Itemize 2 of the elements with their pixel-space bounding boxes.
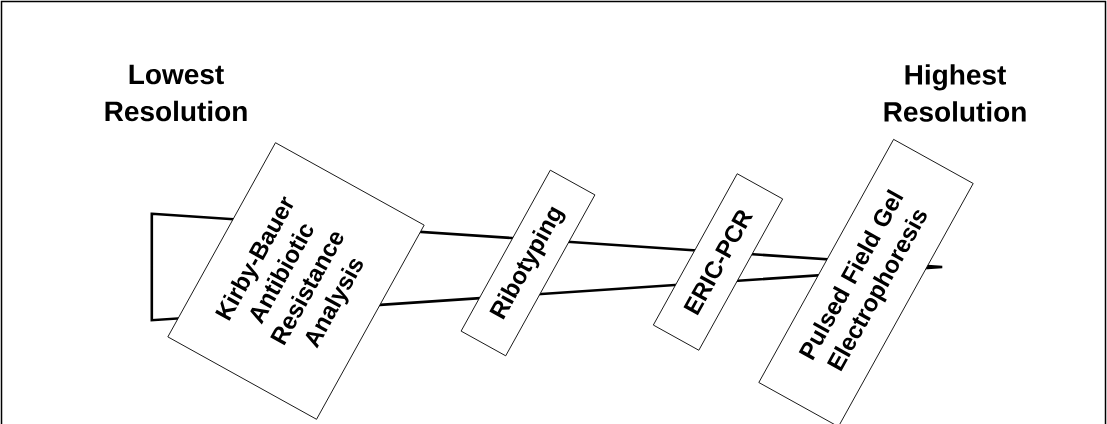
heading: Lowest Resolution	[105, 64, 247, 122]
heading: Highest Resolution	[884, 64, 1026, 122]
